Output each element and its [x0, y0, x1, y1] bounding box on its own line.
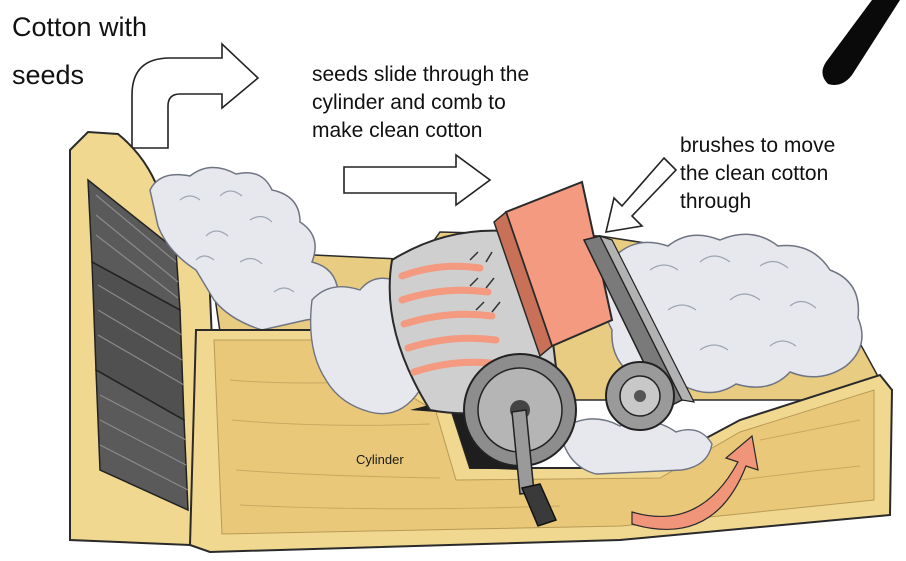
- label-seeds-slide-2: cylinder and comb to: [312, 90, 506, 116]
- label-seeds-slide-3: make clean cotton: [312, 118, 482, 144]
- right-arrow-icon: [344, 155, 490, 205]
- cylinder-label: Cylinder: [356, 452, 404, 467]
- black-stroke-mark: [822, 0, 900, 85]
- label-seeds: seeds: [12, 60, 84, 91]
- label-seeds-slide-1: seeds slide through the: [312, 62, 529, 88]
- curved-input-arrow-icon: [132, 44, 258, 148]
- label-brushes-3: through: [680, 189, 751, 215]
- label-brushes-2: the clean cotton: [680, 161, 828, 187]
- down-left-arrow-icon: [606, 158, 676, 232]
- label-cotton-with: Cotton with: [12, 12, 147, 43]
- label-brushes-1: brushes to move: [680, 133, 835, 159]
- small-gear: [606, 362, 674, 430]
